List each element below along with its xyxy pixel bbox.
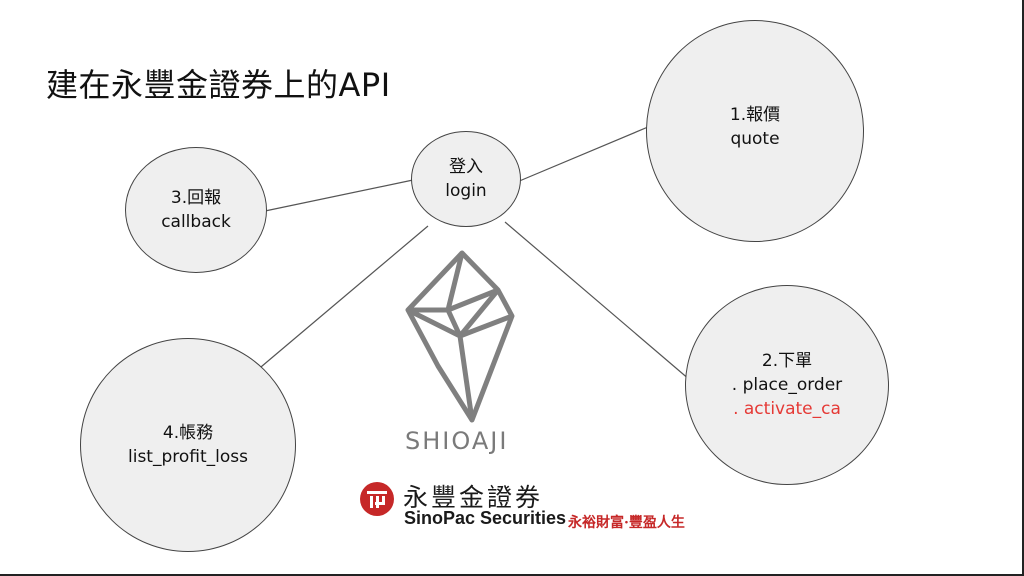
sinopac-name-cn: 永豐金證券 <box>403 483 544 512</box>
shioaji-wordmark: SHIOAJI <box>405 427 509 455</box>
node-order: 2.下單 . place_order . activate_ca <box>685 285 889 485</box>
edge-login-callback <box>264 179 414 212</box>
shioaji-crystal-icon <box>405 250 515 423</box>
node-callback: 3.回報 callback <box>125 147 267 273</box>
sinopac-slogan: 永裕財富·豐盈人生 <box>568 515 685 531</box>
node-order-line3: . activate_ca <box>733 399 841 419</box>
node-login: 登入 login <box>411 131 521 227</box>
node-quote-line2: quote <box>730 129 780 149</box>
edge-login-order <box>504 221 691 381</box>
node-callback-line1: 3.回報 <box>170 188 222 208</box>
sinopac-logo-icon <box>360 482 394 516</box>
node-login-line1: 登入 <box>449 157 483 177</box>
node-account: 4.帳務 list_profit_loss <box>80 338 296 552</box>
page-title: 建在永豐金證券上的API <box>46 66 391 104</box>
node-login-line2: login <box>445 181 487 201</box>
edge-login-quote <box>516 126 649 183</box>
node-order-line2: . place_order <box>731 375 843 395</box>
node-account-line2: list_profit_loss <box>128 447 248 467</box>
node-quote-line1: 1.報價 <box>729 105 781 125</box>
node-order-line1: 2.下單 <box>761 351 813 371</box>
node-quote: 1.報價 quote <box>646 20 864 242</box>
node-callback-line2: callback <box>161 212 231 232</box>
node-account-line1: 4.帳務 <box>162 423 214 443</box>
edge-login-account <box>254 225 429 373</box>
sinopac-name-en: SinoPac Securities <box>404 508 567 528</box>
